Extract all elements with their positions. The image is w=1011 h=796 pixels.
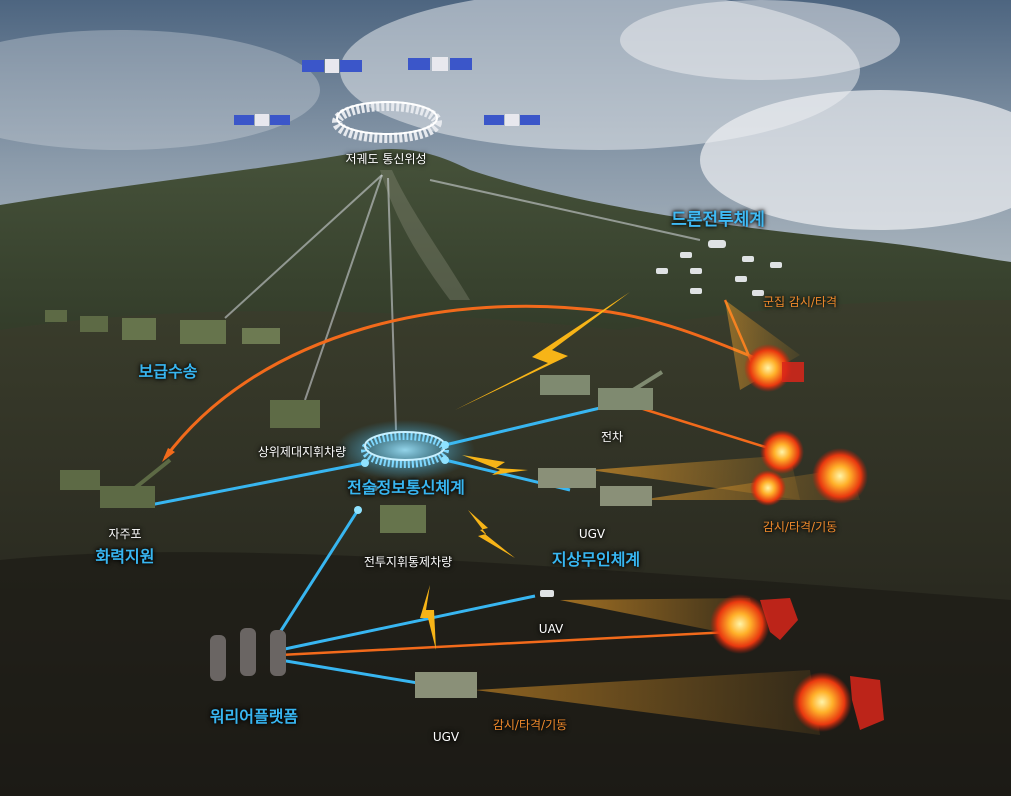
upper-command-label: 상위제대지휘차량 bbox=[257, 445, 347, 459]
targeting-beams bbox=[475, 300, 860, 735]
tank-icon bbox=[60, 370, 664, 698]
swarm-label: 군집 감시/타격 bbox=[762, 295, 838, 309]
surveillance-bottom-label: 감시/타격/기동 bbox=[492, 718, 568, 732]
self-propelled-gun-label: 자주포 bbox=[108, 527, 142, 541]
tank-label: 전차 bbox=[600, 430, 624, 444]
combat-command-label: 전투지휘통제차량 bbox=[363, 555, 453, 569]
arc-arrowhead bbox=[162, 448, 175, 462]
drone-icon bbox=[540, 240, 782, 597]
tactical-network-label: 전술정보통신체계 bbox=[347, 478, 465, 497]
drone-system-label: 드론전투체계 bbox=[671, 210, 765, 230]
lightning-icon bbox=[420, 292, 630, 650]
network-link-lines bbox=[149, 406, 601, 687]
warrior-label: 워리어플랫폼 bbox=[209, 707, 299, 726]
satellite-icon bbox=[234, 57, 540, 126]
soldier-icon bbox=[210, 628, 286, 681]
satellite-link-lines bbox=[224, 174, 701, 431]
supply-label: 보급수송 bbox=[138, 362, 198, 381]
satellite-ring-icon bbox=[332, 101, 442, 143]
ugv-bottom-label: UGV bbox=[432, 730, 460, 744]
satellite-label: 저궤도 통신위성 bbox=[345, 152, 427, 166]
fire-support-arc bbox=[163, 304, 761, 459]
network-hub-icon bbox=[335, 420, 475, 514]
ground-unmanned-label: 지상무인체계 bbox=[551, 550, 641, 569]
surveillance-right-label: 감시/타격/기동 bbox=[762, 520, 838, 534]
truck-icon bbox=[45, 310, 426, 533]
uav-label: UAV bbox=[538, 622, 564, 636]
ugv-right-label: UGV bbox=[578, 527, 606, 541]
fire-support-label: 화력지원 bbox=[95, 547, 155, 566]
explosion-icon bbox=[710, 344, 868, 732]
enemy-target-icon bbox=[760, 362, 884, 730]
